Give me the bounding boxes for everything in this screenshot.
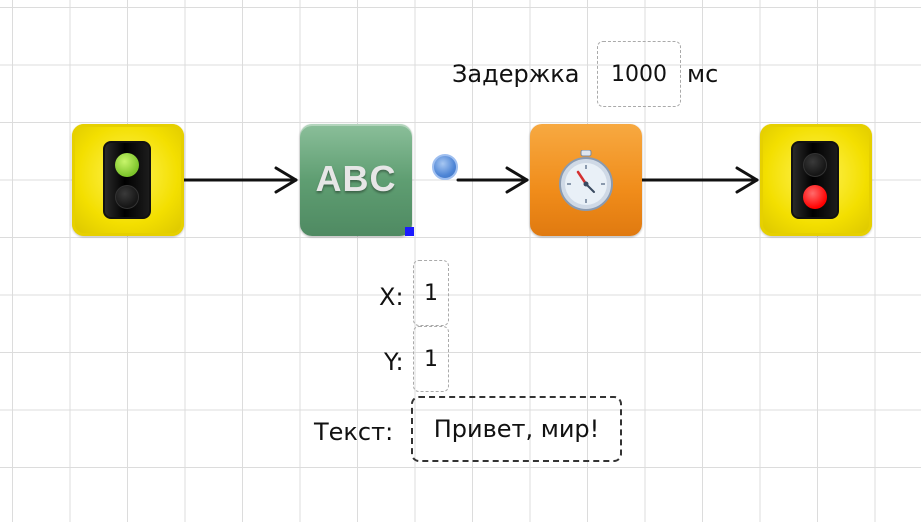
text-label: Текст: bbox=[314, 418, 394, 446]
stopwatch-icon bbox=[559, 150, 613, 211]
y-value-field[interactable]: 1 bbox=[413, 326, 449, 392]
abc-icon: ABC bbox=[315, 158, 397, 199]
end-block[interactable] bbox=[760, 124, 872, 236]
delay-value-field[interactable]: 1000 bbox=[597, 41, 681, 107]
red-lamp bbox=[803, 185, 827, 209]
green-lamp bbox=[115, 153, 139, 177]
x-label: X: bbox=[379, 283, 404, 311]
delay-block[interactable] bbox=[530, 124, 642, 236]
text-value-field[interactable]: Привет, мир! bbox=[411, 396, 622, 462]
y-label: Y: bbox=[384, 348, 404, 376]
off-lamp bbox=[115, 185, 139, 209]
x-value-field[interactable]: 1 bbox=[413, 260, 449, 326]
connection-port[interactable] bbox=[432, 154, 458, 180]
delay-label: Задержка bbox=[452, 60, 580, 88]
delay-unit-label: мс bbox=[687, 60, 719, 88]
block-resize-handle[interactable] bbox=[405, 227, 414, 236]
start-block[interactable] bbox=[72, 124, 184, 236]
text-output-block[interactable]: ABC bbox=[300, 124, 412, 236]
off-lamp bbox=[803, 153, 827, 177]
traffic-light-green-icon bbox=[103, 141, 151, 219]
traffic-light-red-icon bbox=[791, 141, 839, 219]
